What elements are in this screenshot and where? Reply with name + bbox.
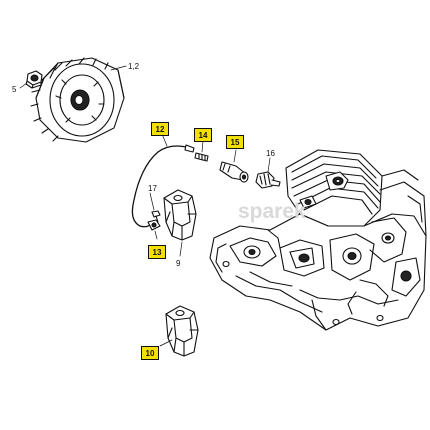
contact-drawing — [147, 219, 161, 240]
leader-flywheel — [110, 65, 127, 71]
callout-ignition-lead: 12 — [151, 122, 169, 136]
callout-screw: 17 — [148, 184, 157, 193]
flywheel-drawing — [30, 57, 125, 143]
callout-ignition-module: 9 — [176, 259, 181, 268]
spark-plug-boot-drawing — [219, 149, 249, 183]
callout-nut: 5 — [12, 85, 17, 94]
lead-end-cap — [184, 144, 195, 153]
ignition-module-alt-drawing — [159, 305, 199, 357]
callout-lead-terminal: 14 — [194, 128, 212, 142]
callout-ignition-module-alt: 10 — [141, 346, 159, 360]
callout-spark-plug-boot: 15 — [226, 135, 244, 149]
callout-spark-plug: 16 — [266, 149, 275, 158]
callout-flywheel: 1,2 — [128, 62, 140, 71]
callout-lead-contact: 13 — [148, 245, 166, 259]
nut-drawing — [19, 70, 43, 89]
screw-drawing — [149, 192, 161, 223]
terminal-drawing — [194, 140, 209, 162]
engine-drawing — [209, 149, 427, 331]
ignition-module-drawing — [163, 189, 197, 257]
spark-plug-drawing — [255, 157, 281, 189]
watermark-text: sparek — [238, 200, 306, 223]
ignition-lead-wire — [131, 145, 191, 228]
leader-lead — [161, 133, 168, 147]
